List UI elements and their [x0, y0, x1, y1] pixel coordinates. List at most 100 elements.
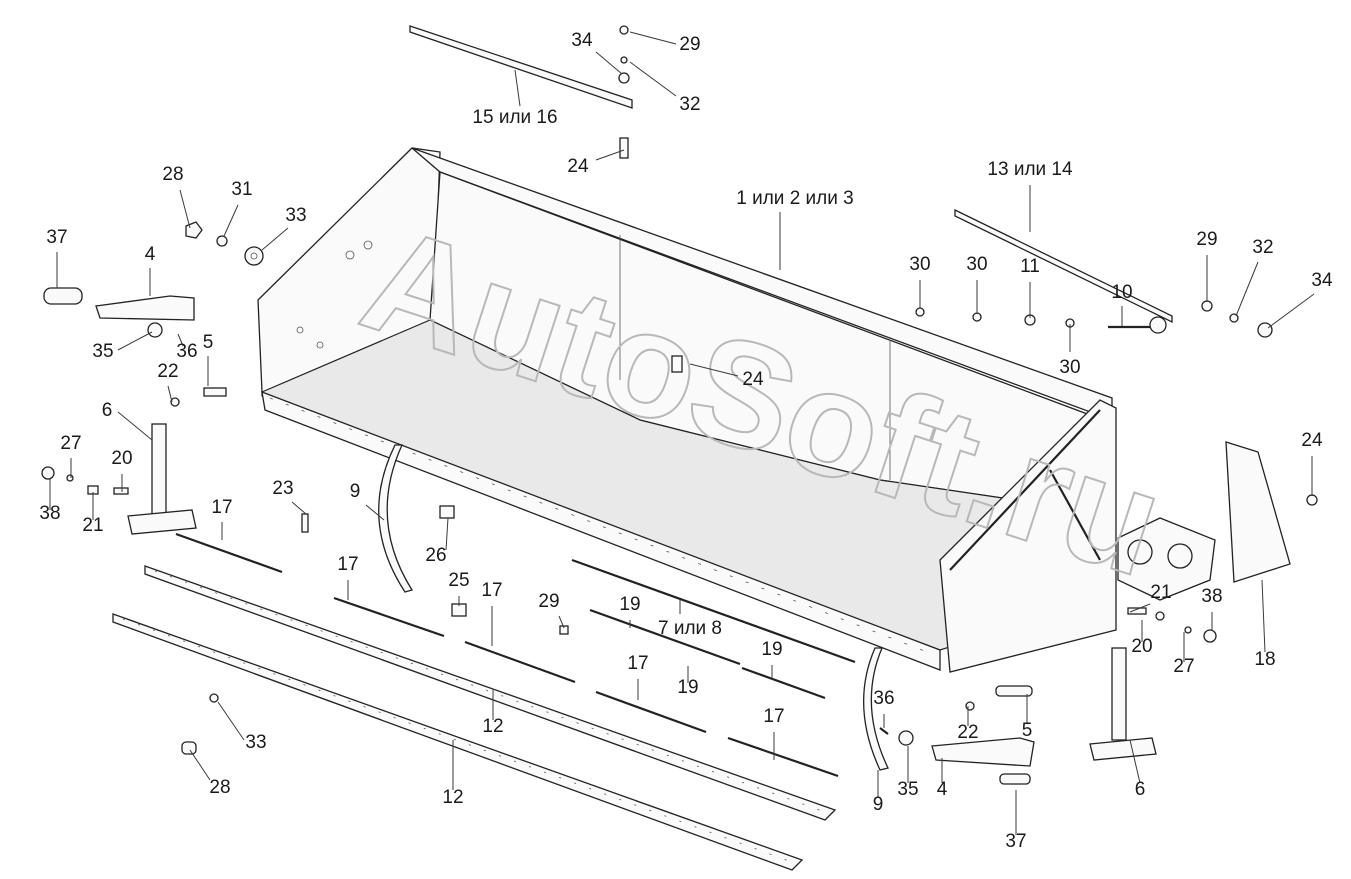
callout-c-24b: 24 [689, 363, 764, 390]
callout-label: 22 [157, 361, 178, 382]
callout-c-17d: 17 [627, 653, 649, 700]
pin-37-right [999, 773, 1031, 785]
callout-c-37a: 37 [46, 227, 68, 288]
callout-c-17c: 17 [481, 580, 503, 646]
callout-c-35a: 35 [92, 331, 153, 362]
callout-c-25: 25 [448, 570, 470, 606]
leader-line [1129, 603, 1151, 613]
callout-label: 17 [763, 706, 784, 727]
callout-label: 34 [1311, 270, 1333, 291]
callout-label: 12 [482, 716, 503, 737]
callout-c-17b: 17 [337, 554, 359, 600]
callout-label: 12 [442, 787, 463, 808]
callout-label: 35 [92, 341, 113, 362]
callout-label: 37 [46, 227, 67, 248]
callout-c-34b: 34 [1267, 270, 1333, 329]
side-plate-18 [1225, 441, 1291, 583]
callout-c-20a: 20 [111, 448, 133, 492]
leader-line [689, 363, 739, 377]
support-stand-6-right [1089, 647, 1157, 761]
callout-label: 26 [425, 545, 446, 566]
callout-label: 7 или 8 [658, 618, 722, 639]
knife-strip-12-lower [112, 613, 804, 871]
leader-line [1267, 293, 1315, 329]
callout-c-30c: 30 [1059, 324, 1081, 378]
callout-c-6b: 6 [1129, 739, 1145, 800]
leader-line [365, 504, 385, 521]
callout-label: 32 [1252, 237, 1273, 258]
callout-label: 36 [873, 688, 894, 709]
callout-c-22a: 22 [157, 361, 179, 403]
callout-c-33b: 33 [217, 701, 267, 753]
callout-c-12b: 12 [442, 740, 464, 808]
callout-label: 4 [145, 244, 156, 265]
leader-line [595, 51, 623, 75]
callout-label: 19 [761, 639, 782, 660]
leader-line [629, 31, 677, 45]
callout-label: 30 [909, 254, 930, 275]
callout-c-33a: 33 [261, 205, 307, 251]
callout-c-36b: 36 [873, 688, 895, 728]
callout-label: 15 или 16 [472, 107, 557, 128]
leader-line [167, 385, 173, 403]
leader-line [179, 189, 191, 229]
callout-c-29b: 29 [1196, 229, 1218, 302]
callout-c-31: 31 [223, 179, 253, 237]
callout-c-23: 23 [272, 478, 307, 515]
callout-label: 10 [1111, 282, 1132, 303]
callout-c-6a: 6 [102, 400, 153, 441]
callout-c-18: 18 [1254, 579, 1276, 670]
callout-c-17a: 17 [211, 497, 233, 540]
leader-line [217, 701, 245, 741]
callout-c-24c: 24 [1301, 430, 1323, 496]
callout-c-10: 10 [1111, 282, 1133, 326]
callout-c-12a: 12 [482, 690, 504, 737]
callout-c-9a: 9 [350, 481, 385, 521]
leader-line [261, 227, 289, 251]
callout-label: 22 [957, 722, 978, 743]
callout-label: 25 [448, 570, 469, 591]
callout-label: 37 [1005, 831, 1026, 852]
callout-c-38b: 38 [1201, 586, 1223, 630]
leader-line [291, 501, 307, 515]
header-body [257, 147, 1216, 673]
bars-17-19 [175, 532, 856, 778]
callout-label: 33 [285, 205, 306, 226]
callout-label: 18 [1254, 649, 1275, 670]
callout-label: 31 [231, 179, 252, 200]
callout-label: 33 [245, 732, 266, 753]
callout-c-29c: 29 [538, 591, 565, 629]
callout-c-24a: 24 [567, 149, 625, 177]
leader-line [1235, 261, 1259, 317]
callout-label: 27 [60, 433, 81, 454]
lever-4-right [931, 737, 1035, 767]
callout-label: 9 [350, 481, 361, 502]
callout-c-27a: 27 [60, 433, 82, 478]
callout-c-26: 26 [425, 517, 449, 566]
leader-line [445, 517, 449, 551]
callout-label: 13 или 14 [987, 159, 1073, 180]
callout-label: 24 [1301, 430, 1323, 451]
knife-strip-12-upper [144, 565, 837, 821]
leader-line [595, 149, 625, 161]
callout-label: 4 [937, 779, 948, 800]
callout-label: 38 [1201, 586, 1222, 607]
callout-label: 21 [1150, 582, 1171, 603]
callout-label: 30 [1059, 357, 1080, 378]
callout-c-21a: 21 [82, 492, 104, 536]
leader-line [1129, 739, 1141, 784]
fasteners [41, 25, 1318, 755]
callout-label: 32 [679, 94, 700, 115]
callout-label: 17 [211, 497, 232, 518]
callout-c-38a: 38 [39, 478, 61, 524]
callout-label: 5 [203, 332, 214, 353]
callout-c-20b: 20 [1131, 620, 1153, 657]
callout-label: 17 [627, 653, 648, 674]
callout-c-32a: 32 [629, 61, 701, 115]
callout-label: 23 [272, 478, 293, 499]
callout-c-7-8: 7 или 8 [658, 600, 722, 639]
leader-line [177, 333, 184, 347]
callout-c-29a: 29 [629, 31, 701, 55]
